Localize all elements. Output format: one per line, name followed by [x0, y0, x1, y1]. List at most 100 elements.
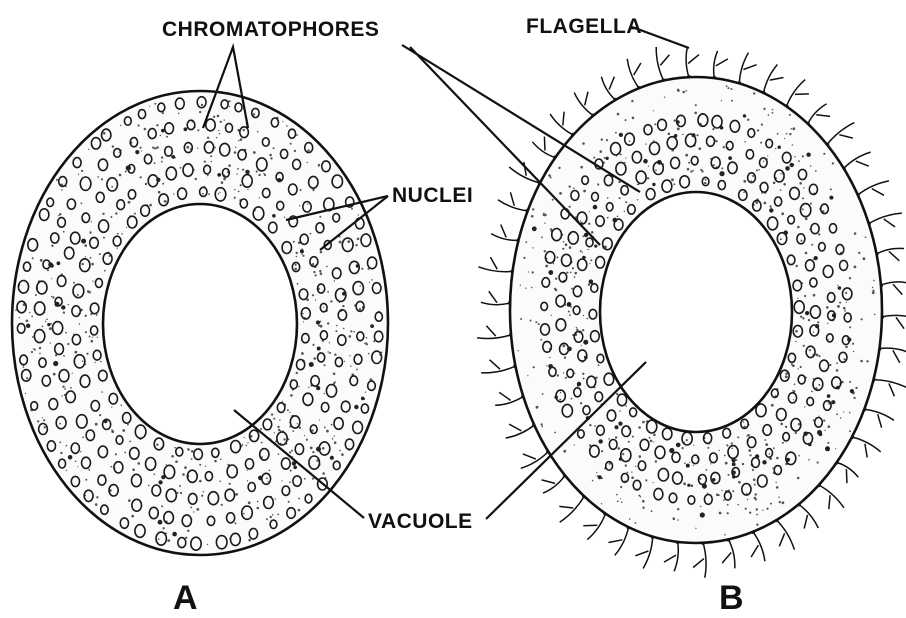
flagellum-branch — [722, 553, 731, 564]
flagellum-branch — [770, 78, 784, 81]
stipple-dot — [220, 121, 222, 123]
stipple-dot — [154, 103, 156, 105]
stipple-dot — [564, 357, 566, 359]
stipple-dot — [247, 470, 248, 471]
stipple-dot — [571, 288, 573, 290]
stipple-dot — [782, 442, 784, 444]
stipple-dot — [699, 478, 701, 480]
stipple-dot — [49, 327, 52, 330]
stipple-dot — [798, 423, 800, 425]
stipple-dot — [247, 442, 248, 443]
stipple-dot — [119, 174, 122, 177]
nucleus — [676, 120, 680, 124]
stipple-dot — [324, 393, 325, 394]
stipple-dot — [615, 436, 617, 438]
nucleus — [808, 443, 812, 447]
stipple-dot — [802, 197, 804, 199]
stipple-dot — [617, 216, 619, 218]
flagellum-branch — [829, 495, 830, 509]
stipple-dot — [560, 392, 561, 393]
stipple-dot — [840, 417, 842, 419]
stipple-dot — [674, 119, 676, 121]
stipple-dot — [861, 318, 863, 320]
stipple-dot — [104, 270, 106, 272]
flagellum-branch — [563, 112, 564, 126]
stipple-dot — [532, 271, 534, 273]
stipple-dot — [229, 100, 231, 102]
stipple-dot — [73, 282, 75, 284]
nucleus — [805, 311, 809, 315]
stipple-dot — [545, 265, 548, 268]
stipple-dot — [313, 271, 315, 273]
stipple-dot — [343, 328, 345, 330]
flagellum — [627, 59, 639, 88]
panel-a-label: A — [173, 579, 198, 617]
flagellum — [837, 462, 859, 477]
stipple-dot — [180, 167, 182, 169]
stipple-dot — [196, 508, 199, 511]
stipple-dot — [726, 85, 728, 87]
stipple-dot — [546, 365, 547, 366]
flagellum-branch — [544, 137, 545, 151]
stipple-dot — [235, 522, 237, 524]
stipple-dot — [122, 429, 125, 432]
stipple-dot — [202, 193, 204, 195]
stipple-dot — [302, 255, 304, 257]
stipple-dot — [581, 345, 582, 346]
stipple-dot — [87, 290, 90, 293]
stipple-dot — [101, 178, 103, 180]
stipple-dot — [326, 266, 328, 268]
flagellum — [506, 425, 535, 438]
stipple-dot — [748, 449, 751, 452]
stipple-dot — [756, 524, 758, 526]
stipple-dot — [747, 499, 748, 500]
stipple-dot — [312, 294, 314, 296]
stipple-dot — [134, 213, 136, 215]
stipple-dot — [156, 146, 159, 149]
stipple-dot — [776, 486, 779, 489]
stipple-dot — [664, 97, 665, 98]
flagellum-branch — [542, 480, 556, 484]
stipple-dot — [747, 434, 750, 437]
stipple-dot — [235, 147, 236, 148]
stipple-dot — [795, 341, 796, 342]
stipple-dot — [558, 167, 560, 169]
stipple-dot — [803, 345, 805, 347]
stipple-dot — [792, 144, 793, 145]
nucleus — [172, 532, 177, 537]
stipple-dot — [289, 412, 290, 413]
stipple-dot — [721, 167, 723, 169]
stipple-dot — [544, 214, 547, 217]
flagellum-branch — [634, 63, 641, 75]
stipple-dot — [582, 329, 584, 331]
stipple-dot — [683, 482, 686, 485]
stipple-dot — [351, 208, 353, 210]
stipple-dot — [95, 423, 98, 426]
stipple-dot — [726, 444, 728, 446]
stipple-dot — [308, 387, 309, 388]
stipple-dot — [312, 344, 314, 346]
flagellum-branch — [872, 189, 884, 196]
chromatophores-label: CHROMATOPHORES — [162, 18, 379, 41]
nucleus — [669, 448, 674, 453]
stipple-dot — [89, 336, 91, 338]
stipple-dot — [574, 444, 575, 445]
stipple-dot — [684, 442, 685, 443]
stipple-dot — [625, 464, 627, 466]
stipple-dot — [620, 153, 622, 155]
stipple-dot — [214, 147, 216, 149]
stipple-dot — [68, 304, 70, 306]
stipple-dot — [247, 189, 248, 190]
stipple-dot — [540, 339, 542, 341]
stipple-dot — [43, 419, 45, 421]
stipple-dot — [156, 124, 158, 126]
stipple-dot — [297, 283, 299, 285]
stipple-dot — [757, 129, 759, 131]
stipple-dot — [234, 189, 235, 190]
stipple-dot — [786, 133, 788, 135]
stipple-dot — [543, 213, 545, 215]
stipple-dot — [91, 340, 94, 343]
nucleus — [731, 458, 735, 462]
stipple-dot — [755, 201, 758, 204]
stipple-dot — [719, 512, 722, 515]
